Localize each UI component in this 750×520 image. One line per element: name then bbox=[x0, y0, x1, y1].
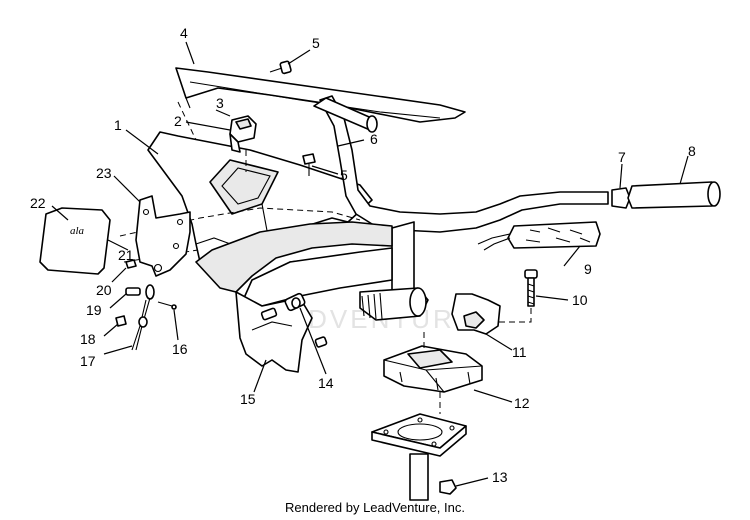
clamp-part-12 bbox=[383, 345, 483, 393]
pin-part-left bbox=[260, 307, 328, 348]
pod-housing-part-1 bbox=[147, 131, 373, 273]
callout-7: 7 bbox=[618, 149, 626, 165]
callout-14: 14 bbox=[318, 375, 334, 391]
callout-3: 3 bbox=[216, 95, 224, 111]
callout-6: 6 bbox=[370, 131, 378, 147]
assembly-line-4 bbox=[177, 101, 197, 141]
switch-part-3 bbox=[229, 115, 257, 153]
callout-10: 10 bbox=[572, 292, 588, 308]
cable-hardware-parts-16-19 bbox=[115, 284, 177, 351]
callout-5-upper: 5 bbox=[312, 35, 320, 51]
bolt-part-10 bbox=[478, 269, 538, 323]
screw-part-5-lower bbox=[302, 153, 316, 176]
decal-part-22: ala bbox=[39, 207, 111, 275]
callout-9: 9 bbox=[584, 261, 592, 277]
callout-22: 22 bbox=[30, 195, 46, 211]
callout-17: 17 bbox=[80, 353, 96, 369]
grip-part-9 bbox=[477, 221, 601, 251]
callout-21: 21 bbox=[118, 247, 134, 263]
bar-end-part-7 bbox=[611, 187, 631, 209]
callout-13: 13 bbox=[492, 469, 508, 485]
callout-23: 23 bbox=[96, 165, 112, 181]
grip-part-8 bbox=[627, 181, 721, 209]
handlebar-cover-part-4 bbox=[175, 67, 466, 123]
callout-18: 18 bbox=[80, 331, 96, 347]
nut-part-13 bbox=[439, 479, 457, 495]
callout-20: 20 bbox=[96, 282, 112, 298]
decal-text: ala bbox=[70, 225, 85, 237]
callout-19: 19 bbox=[86, 302, 102, 318]
screw-part-5-upper bbox=[269, 60, 292, 75]
steering-plate bbox=[371, 332, 467, 501]
callout-5-lower: 5 bbox=[340, 167, 348, 183]
handlebar-part-6 bbox=[313, 95, 609, 321]
callout-16: 16 bbox=[172, 341, 188, 357]
callout-15: 15 bbox=[240, 391, 256, 407]
bracket-part-23 bbox=[135, 195, 191, 277]
callout-leaders bbox=[51, 41, 689, 487]
callout-8: 8 bbox=[688, 143, 696, 159]
footer-credit: Rendered by LeadVenture, Inc. bbox=[285, 500, 465, 515]
bushing-part-14 bbox=[284, 292, 306, 312]
clamp-part-11 bbox=[451, 293, 501, 335]
callout-2: 2 bbox=[174, 113, 182, 129]
callout-1: 1 bbox=[114, 117, 122, 133]
screw-part-20 bbox=[125, 259, 137, 269]
callout-4: 4 bbox=[180, 25, 188, 41]
callout-12: 12 bbox=[514, 395, 530, 411]
callout-11: 11 bbox=[512, 344, 527, 360]
